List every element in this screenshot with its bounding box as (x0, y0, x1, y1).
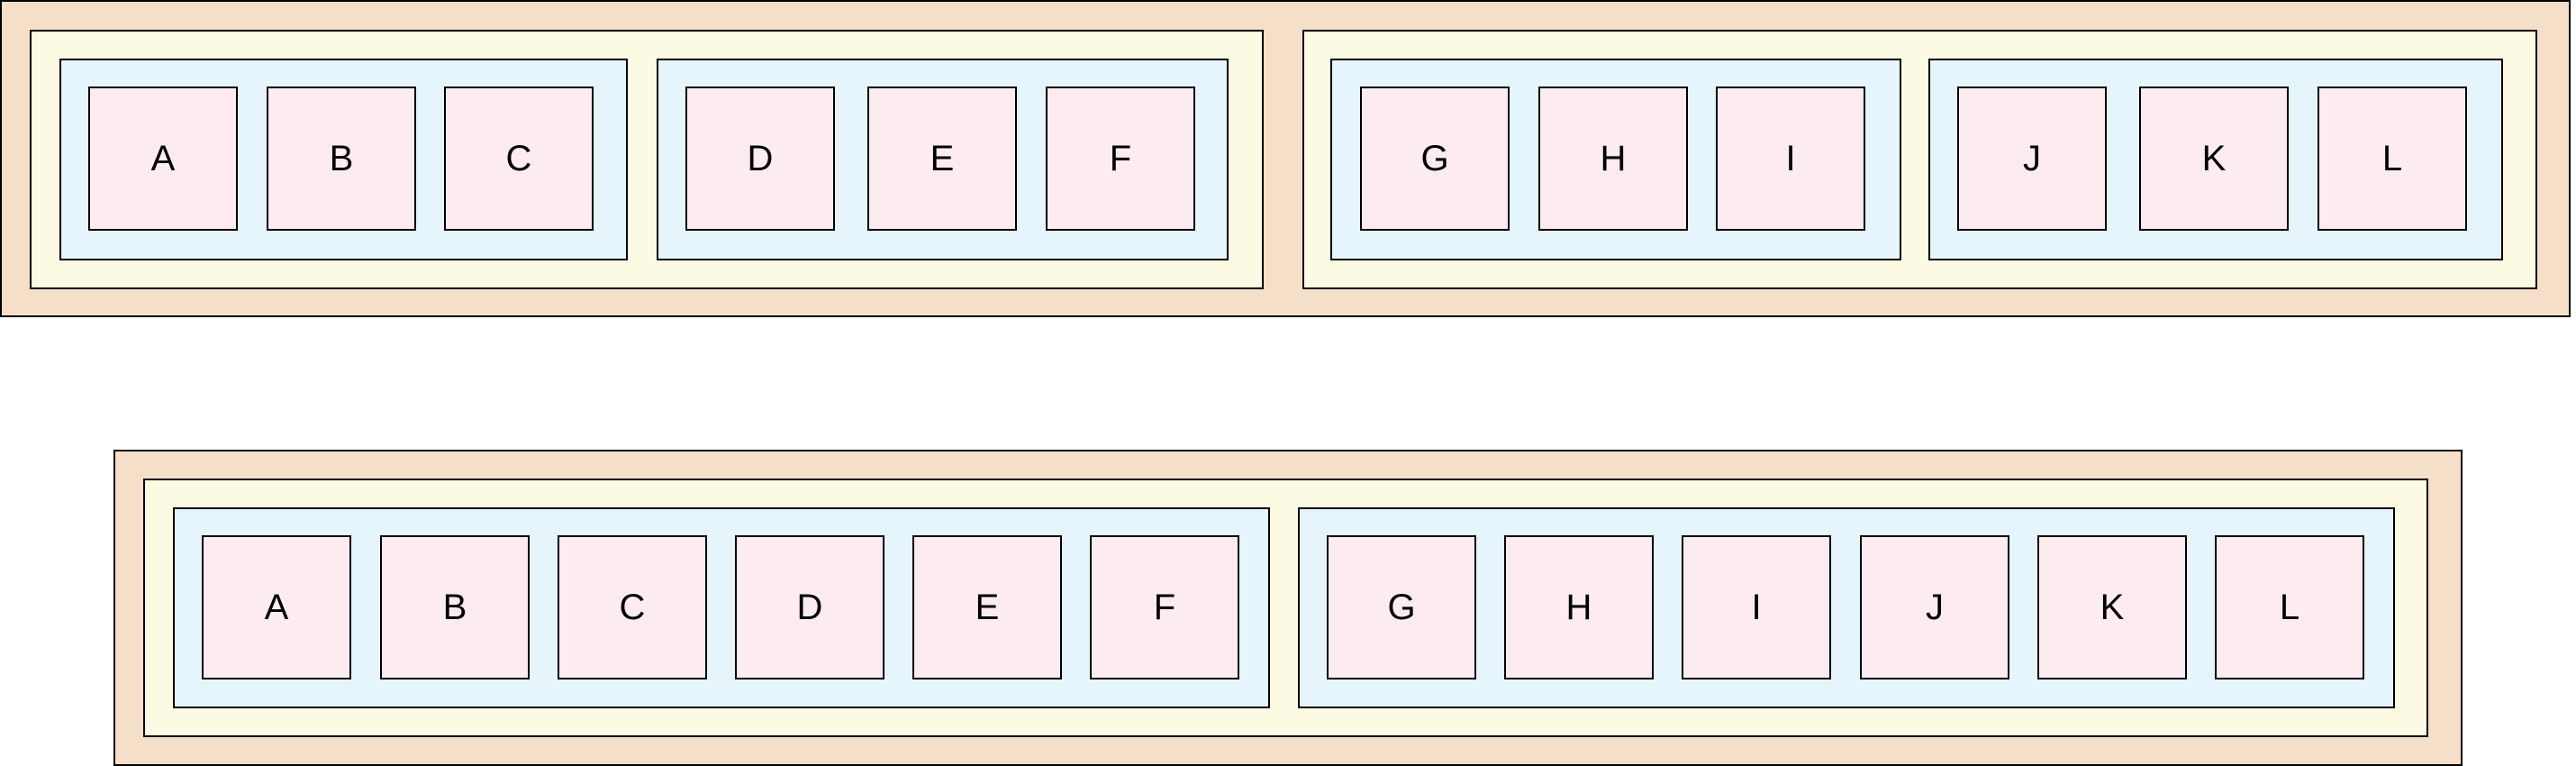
top-leaf-h: H (1538, 87, 1688, 231)
bottom-leaf-c: C (558, 535, 707, 679)
bottom-leaf-b: B (380, 535, 530, 679)
top-leaf-d: D (685, 87, 835, 231)
top-leaf-b: B (267, 87, 416, 231)
bottom-subgroup-1 (173, 507, 1270, 708)
top-leaf-k: K (2139, 87, 2289, 231)
bottom-leaf-a: A (202, 535, 351, 679)
bottom-leaf-e: E (912, 535, 1062, 679)
top-leaf-g: G (1360, 87, 1510, 231)
top-leaf-i: I (1716, 87, 1865, 231)
top-leaf-a: A (88, 87, 238, 231)
bottom-leaf-d: D (735, 535, 884, 679)
bottom-subgroup-2 (1298, 507, 2395, 708)
top-leaf-e: E (867, 87, 1017, 231)
top-leaf-c: C (444, 87, 594, 231)
bottom-leaf-g: G (1327, 535, 1476, 679)
bottom-leaf-l: L (2215, 535, 2364, 679)
top-leaf-j: J (1957, 87, 2107, 231)
bottom-leaf-f: F (1090, 535, 1239, 679)
top-leaf-l: L (2317, 87, 2467, 231)
top-leaf-f: F (1046, 87, 1195, 231)
bottom-leaf-k: K (2037, 535, 2187, 679)
bottom-leaf-i: I (1682, 535, 1831, 679)
bottom-leaf-j: J (1860, 535, 2009, 679)
bottom-leaf-h: H (1504, 535, 1654, 679)
